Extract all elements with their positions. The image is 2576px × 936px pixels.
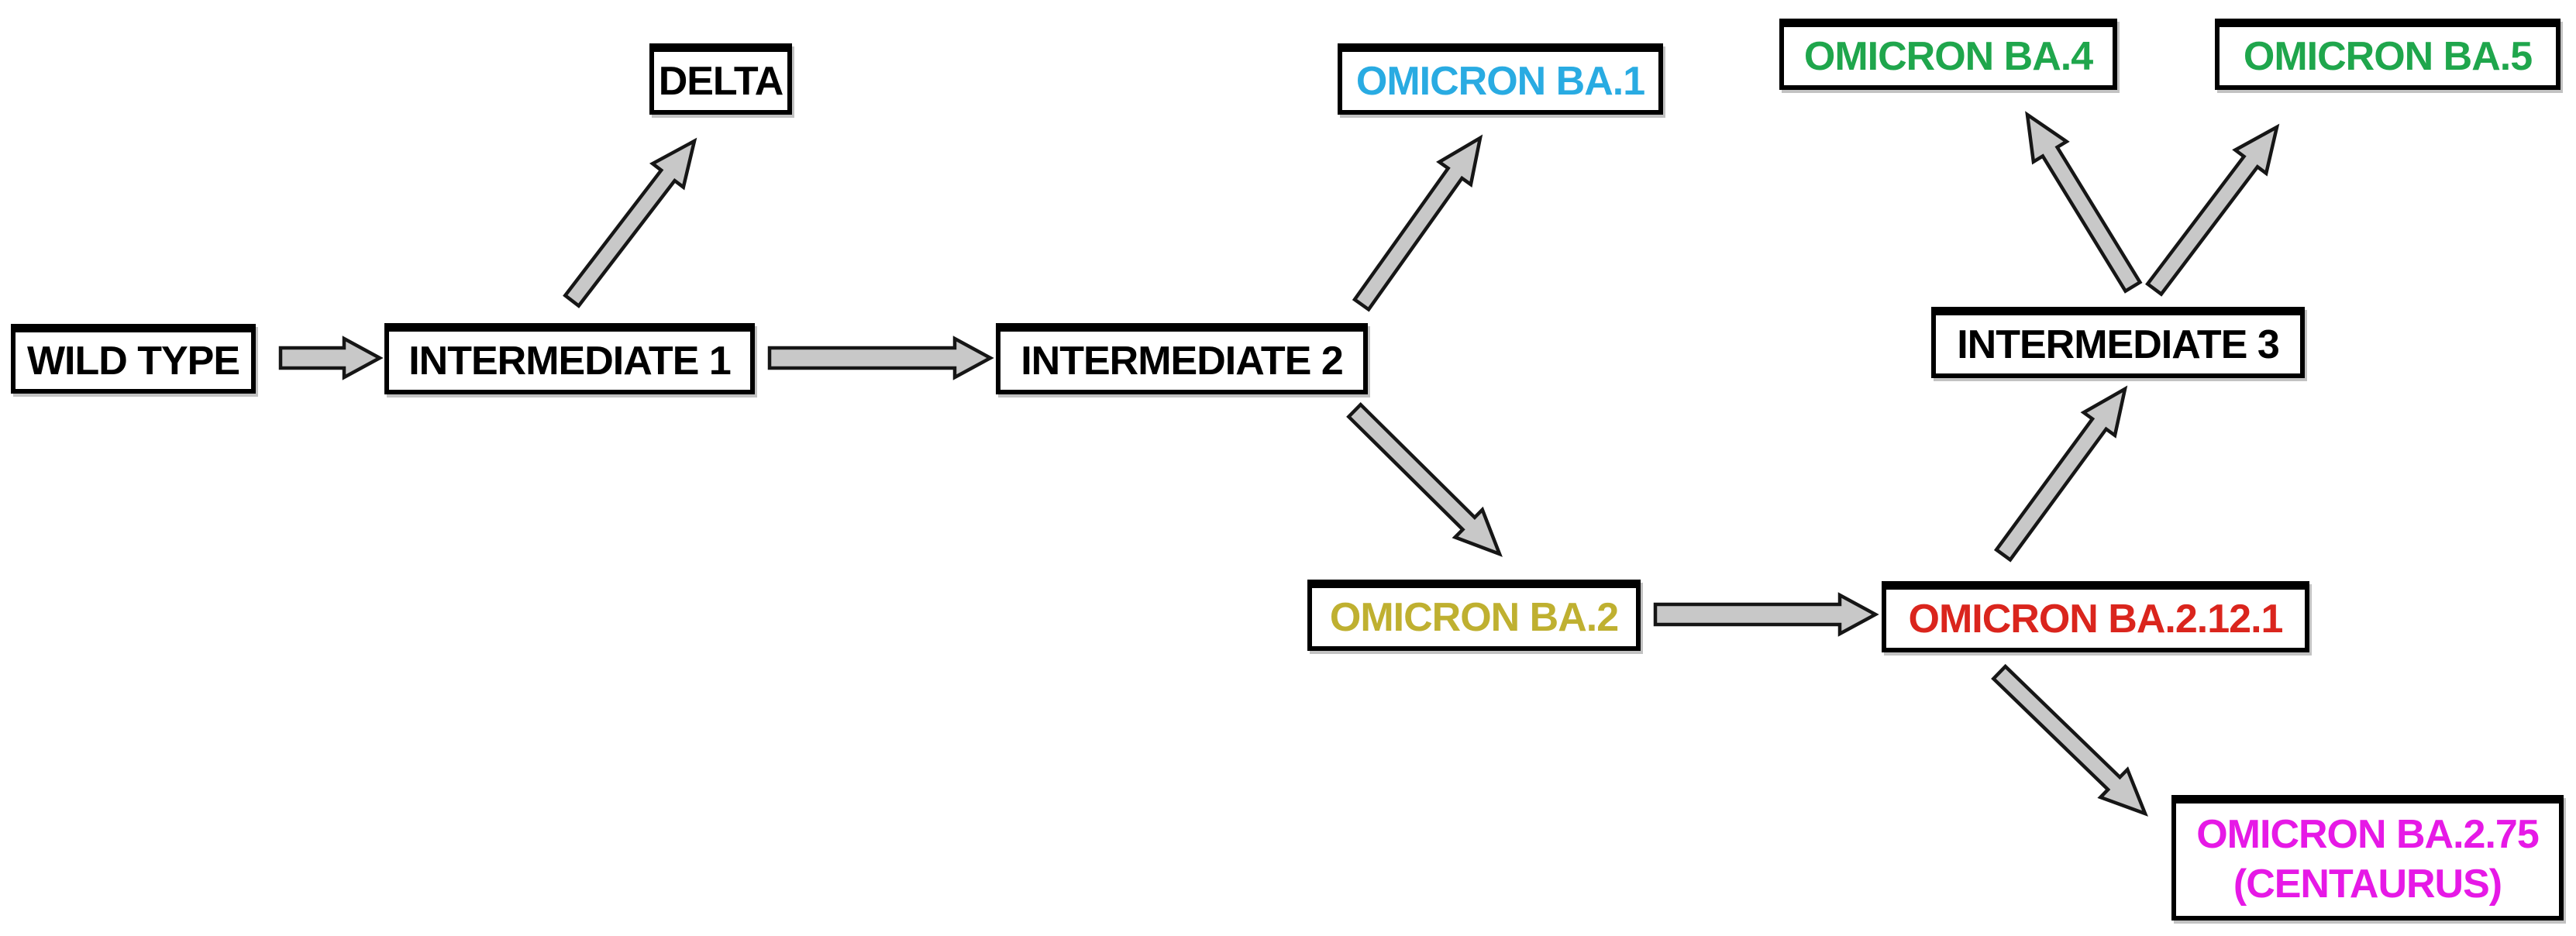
node-omicron-ba2-12-1: OMICRON BA.2.12.1 <box>1882 581 2309 652</box>
node-omicron-ba2: OMICRON BA.2 <box>1307 580 1641 651</box>
node-intermediate-3: INTERMEDIATE 3 <box>1931 307 2305 378</box>
node-omicron-ba2-75-centaurus: OMICRON BA.2.75 (CENTAURUS) <box>2171 795 2564 921</box>
arrow-intermediate3-to-omicron-ba5 <box>2145 123 2280 297</box>
arrow-ba2-12-1-to-intermediate3 <box>1993 385 2128 563</box>
node-omicron-ba1: OMICRON BA.1 <box>1338 43 1663 115</box>
node-delta: DELTA <box>649 43 792 115</box>
arrow-intermediate2-to-omicron-ba1 <box>1352 134 1483 312</box>
arrow-ba2-12-1-to-ba2-75 <box>1991 663 2148 817</box>
arrow-omicron-ba2-to-ba2-12-1 <box>1653 592 1879 637</box>
arrow-intermediate1-to-delta <box>563 137 697 308</box>
node-omicron-ba5: OMICRON BA.5 <box>2215 19 2561 90</box>
node-omicron-ba4: OMICRON BA.4 <box>1779 19 2117 90</box>
arrow-intermediate1-to-intermediate2 <box>767 336 994 380</box>
node-omicron-ba2-75-line1: OMICRON BA.2.75 <box>2196 812 2540 858</box>
arrow-wildtype-to-intermediate1 <box>278 336 384 380</box>
node-intermediate-2: INTERMEDIATE 2 <box>996 323 1368 394</box>
arrow-intermediate2-to-omicron-ba2 <box>1346 402 1503 557</box>
node-wild-type: WILD TYPE <box>11 324 256 394</box>
node-intermediate-1: INTERMEDIATE 1 <box>384 323 755 394</box>
arrow-intermediate3-to-omicron-ba4 <box>2025 111 2143 294</box>
node-omicron-ba2-75-line2: (CENTAURUS) <box>2233 861 2502 907</box>
